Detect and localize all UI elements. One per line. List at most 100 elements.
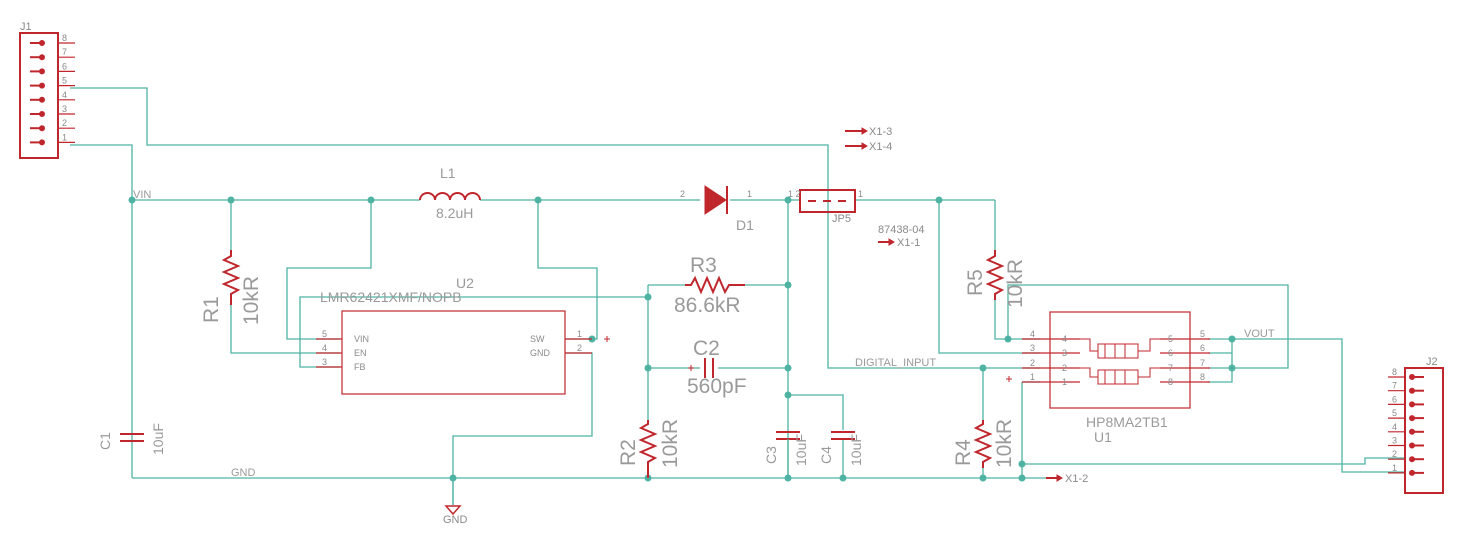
wire-u2-vin — [286, 200, 372, 340]
wire-vout-j2 — [1232, 338, 1405, 473]
ic-pin-number: 1 — [577, 329, 582, 339]
junctions — [128, 196, 1236, 482]
wire-u1-right-a — [1208, 338, 1233, 383]
connector-pin-dot — [1409, 442, 1415, 449]
junction — [784, 364, 792, 372]
wire-r1-en — [230, 305, 340, 354]
ic-pin-label: SW — [530, 334, 545, 344]
offsheet-arrow-icon — [1056, 474, 1063, 482]
connector-pin-number: 2 — [62, 118, 67, 128]
inductor-value: 8.2uH — [436, 205, 473, 221]
jumper-name: JP5 — [832, 213, 851, 225]
offsheet-x13: X1-3 — [869, 126, 892, 138]
wire-j2-gnd — [1022, 457, 1405, 465]
ic-pin-number: 4 — [322, 343, 327, 353]
resistor-value: 10kR — [1004, 259, 1027, 308]
junction — [1228, 335, 1236, 343]
connector-j2-body — [1404, 367, 1444, 494]
connector-pin-number: 3 — [1392, 436, 1397, 446]
ic-pin-number: 2 — [1062, 363, 1067, 373]
capacitor-name: C4 — [818, 446, 834, 464]
resistor-name: R4 — [952, 439, 975, 466]
capacitor-c2: C2 560pF — [687, 337, 747, 398]
junction — [644, 293, 652, 301]
ic-pin-number: 5 — [1168, 334, 1173, 344]
jumper-body — [799, 189, 856, 213]
resistor-r5: R5 10kR — [964, 250, 1027, 308]
wire-digital-input — [70, 87, 1040, 369]
diode-name: D1 — [736, 217, 754, 233]
ic-pin-number: 8 — [1200, 372, 1205, 382]
resistor-r4: R4 10kR — [952, 419, 1016, 468]
ic-pin-number: 3 — [1030, 343, 1035, 353]
junction — [935, 196, 943, 204]
ic-u1-part: HP8MA2TB1 — [1086, 414, 1168, 430]
origin-markers — [604, 336, 1012, 382]
diode-d1: 2 1 D1 — [680, 185, 754, 233]
net-label-digital-input: DIGITAL_INPUT — [855, 357, 936, 369]
junction — [1004, 335, 1012, 343]
connector-pin-dot — [1409, 428, 1415, 435]
ic-pin-label: VIN — [354, 334, 369, 344]
resistor-name: R2 — [617, 439, 640, 466]
connector-pin-dot — [1409, 374, 1415, 380]
diode-triangle — [704, 185, 727, 215]
junction — [227, 196, 235, 204]
ic-pin-number: 2 — [577, 343, 582, 353]
wire-u2-gnd — [452, 352, 593, 505]
resistor-name: R5 — [964, 269, 987, 296]
offsheet-x12: X1-2 — [1065, 473, 1088, 485]
inductor-coil — [419, 192, 481, 201]
ic-pin-label: EN — [354, 348, 367, 358]
junction — [644, 364, 652, 372]
jumper-pin-right: 1 — [858, 189, 863, 199]
connector-pin-number: 7 — [1392, 381, 1397, 391]
junction — [1018, 460, 1026, 468]
connector-pin-number: 7 — [62, 47, 67, 57]
ic-u2-part: LMR62421XMF/NOPB — [320, 289, 462, 305]
ic-pin-number: 1 — [1030, 372, 1035, 382]
offsheet-arrow-icon — [861, 127, 868, 135]
junction — [979, 474, 987, 482]
wire-j1-vin — [70, 144, 133, 478]
resistor-r2: R2 10kR — [617, 419, 682, 478]
junction — [1018, 474, 1026, 482]
ground-label: GND — [443, 514, 468, 526]
connector-pin-number: 6 — [1392, 394, 1397, 404]
ic-u1-body — [1049, 311, 1191, 409]
ic-pin-number: 8 — [1168, 377, 1173, 387]
connector-pin-number: 8 — [1392, 367, 1397, 377]
connector-pin-number: 5 — [62, 76, 67, 86]
mosfet-icon — [1097, 343, 1139, 359]
offsheet-arrow-icon — [888, 238, 895, 246]
ic-pin-number: 7 — [1200, 358, 1205, 368]
capacitor-name: C1 — [97, 432, 113, 450]
connector-pin-number: 1 — [62, 132, 67, 142]
connector-pin-number: 5 — [1392, 408, 1397, 418]
connector-pin-dot — [1409, 401, 1415, 408]
junction — [784, 391, 792, 399]
connector-pin-dot — [1409, 387, 1415, 394]
jumper-part: 87438-04 — [878, 224, 925, 236]
resistor-value: 10kR — [993, 419, 1016, 468]
resistor-zigzag — [985, 250, 1005, 300]
capacitor-name: C3 — [763, 446, 779, 464]
ic-pin-label: FB — [354, 362, 366, 372]
resistor-value: 10kR — [659, 419, 682, 468]
resistor-zigzag — [638, 420, 658, 478]
ic-pin-number: 2 — [1030, 358, 1035, 368]
ic-pin-number: 6 — [1168, 348, 1173, 358]
connector-j1-body — [19, 32, 59, 159]
capacitor-value: 560pF — [687, 375, 747, 398]
resistor-value: 10kR — [240, 276, 263, 325]
junction — [979, 364, 987, 372]
offsheet-arrow-icon — [861, 142, 868, 150]
resistor-zigzag — [221, 250, 241, 305]
wire-vin-u1 — [938, 200, 1040, 354]
